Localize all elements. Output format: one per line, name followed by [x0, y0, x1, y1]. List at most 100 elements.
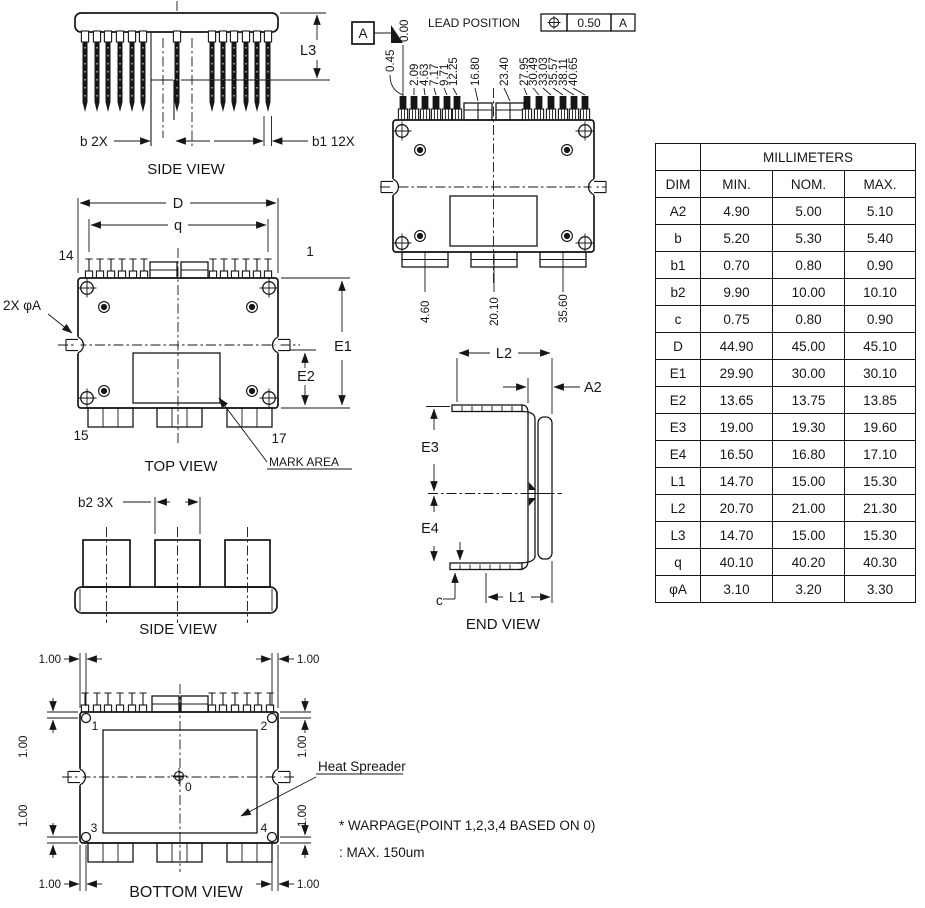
- dim-e3-label: E3: [421, 440, 439, 456]
- lead-offset-labels: 0.00 0.45 2.09 4.63 7.17 9.71 12.25 16.8…: [385, 20, 580, 86]
- offset-label: 40.65: [568, 57, 580, 86]
- dim-b2-label: b2 3X: [78, 495, 113, 510]
- dim-l1-label: L1: [509, 590, 525, 606]
- end-view: L2 A2 E3 E4 c L1 END VIEW: [421, 346, 602, 633]
- corner-dim: 1.00: [39, 654, 61, 666]
- heat-spreader-area: [102, 729, 258, 834]
- warpage-note-line1: * WARPAGE(POINT 1,2,3,4 BASED ON 0): [339, 818, 595, 833]
- corner-dim: 1.00: [297, 805, 309, 827]
- table-corner-cell: [655, 143, 701, 171]
- pins: [80, 30, 273, 113]
- corner-dim: 1.00: [297, 654, 319, 666]
- warpage-note-line2: : MAX. 150um: [339, 845, 425, 860]
- bottom-view-caption: BOTTOM VIEW: [129, 884, 243, 901]
- corner-dim: 1.00: [18, 736, 30, 758]
- point-2-label: 2: [261, 719, 268, 733]
- pins: [80, 692, 275, 713]
- dim-d-label: D: [173, 196, 183, 212]
- offset-label: 30.49: [528, 57, 540, 86]
- dim-q-label: q: [174, 218, 182, 234]
- table-header-row: DIM MIN. NOM. MAX.: [655, 170, 916, 198]
- offset-label: 0.45: [385, 50, 397, 72]
- unit-header: MILLIMETERS: [700, 143, 916, 171]
- point-0-label: 0: [185, 780, 192, 794]
- side-view-bottom-caption: SIDE VIEW: [139, 621, 217, 638]
- mark-area-box: [449, 195, 538, 247]
- center-point: 0: [171, 768, 192, 794]
- end-view-caption: END VIEW: [466, 616, 541, 633]
- tolerance-frame: 0.50 A: [540, 13, 636, 32]
- corner-dim: 1.00: [297, 879, 319, 891]
- corner-dim: 1.00: [39, 879, 61, 891]
- dim-b1-label: b1 12X: [312, 134, 355, 149]
- mark-area-box: [132, 352, 221, 404]
- offset-label: 35.57: [548, 57, 560, 86]
- col-max: MAX.: [844, 170, 916, 198]
- pin17-number: 17: [271, 431, 286, 446]
- dim-e1-label: E1: [334, 339, 352, 355]
- offset-label: 0.00: [399, 20, 411, 42]
- pins: [397, 95, 591, 121]
- bottom-view: 1 2 3 4 0 1.00 1.00 1.00 1.00 1.00: [18, 653, 406, 901]
- offset-label: 16.80: [470, 57, 482, 86]
- warpage-note: * WARPAGE(POINT 1,2,3,4 BASED ON 0) : MA…: [339, 818, 595, 860]
- point-4-label: 4: [261, 821, 268, 835]
- pin15-number: 15: [73, 428, 88, 443]
- dim-a2-label: A2: [584, 380, 602, 396]
- point-3-label: 3: [91, 821, 98, 835]
- offset-label: 33.03: [538, 57, 550, 86]
- dim-l3-label: L3: [300, 43, 316, 59]
- top-view: D q 14 1 15 17 2X φA: [3, 196, 352, 475]
- position-tolerance-icon: [547, 16, 561, 29]
- offset-label: 27.95: [519, 57, 531, 86]
- dim-c-label: c: [436, 593, 443, 608]
- dim-header: DIM: [655, 170, 701, 198]
- bottom-offset-label: 4.60: [420, 301, 432, 323]
- point-1-label: 1: [92, 719, 99, 733]
- pin14-number: 14: [58, 248, 74, 263]
- dim-e4-label: E4: [421, 521, 439, 537]
- pin1-number: 1: [306, 244, 314, 259]
- side-view-top-caption: SIDE VIEW: [147, 161, 225, 178]
- corner-dim: 1.00: [18, 805, 30, 827]
- bottom-offset-label: 20.10: [489, 297, 501, 326]
- datum-triangle-icon: [391, 25, 403, 43]
- dim-l2-label: L2: [496, 346, 512, 362]
- top-view-caption: TOP VIEW: [145, 458, 219, 475]
- corner-dim: 1.00: [297, 736, 309, 758]
- hole-callout-label: 2X φA: [3, 298, 41, 313]
- heat-spreader-label: Heat Spreader: [318, 759, 406, 774]
- offset-label: 12.25: [448, 57, 460, 86]
- pins: [84, 258, 273, 279]
- offset-label: 7.17: [429, 64, 441, 86]
- dim-e2-label: E2: [297, 369, 315, 385]
- lead-position-title: LEAD POSITION: [428, 16, 520, 30]
- side-view-top: L3 b 2X b1 12X SIDE VIEW: [74, 1, 355, 178]
- offset-label: 9.71: [439, 64, 451, 86]
- datum-a-label: A: [358, 26, 367, 41]
- offset-label: 4.63: [419, 64, 431, 86]
- tolerance-value: 0.50: [577, 16, 601, 30]
- tolerance-datum: A: [619, 16, 627, 30]
- mark-area-label: MARK AREA: [269, 455, 339, 469]
- side-view-bottom: b2 3X SIDE VIEW: [74, 495, 278, 638]
- offset-label: 2.09: [409, 64, 421, 86]
